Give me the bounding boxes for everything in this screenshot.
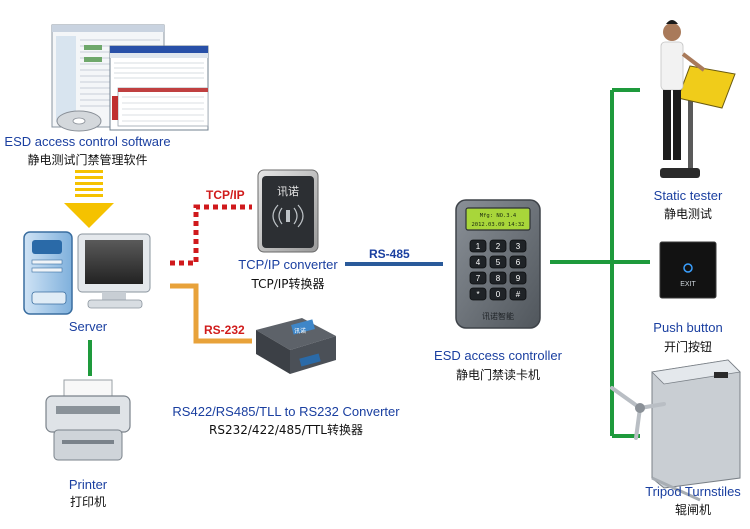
keypad-key-label: 1 — [476, 242, 481, 251]
keypad-key[interactable]: 8 — [489, 271, 507, 285]
rs232-link — [170, 283, 252, 344]
keypad-key-label: 6 — [516, 258, 521, 267]
keypad: 1 2 3 4 5 6 7 8 9 * 0 # — [469, 239, 527, 301]
rs485-link-label: RS-485 — [369, 247, 410, 261]
push-button-light-icon — [683, 263, 693, 273]
keypad-key-label: 8 — [496, 274, 501, 283]
keypad-key-label: 7 — [476, 274, 481, 283]
rs232-converter-device: 讯诺 — [256, 318, 336, 374]
rs232-link-label: RS-232 — [204, 323, 245, 337]
rs232-converter-label-cn: RS232/422/485/TTL转换器 — [209, 423, 363, 437]
server-label: Server — [68, 319, 108, 334]
wifi-wave-icon — [272, 204, 304, 228]
keypad-key-label: 0 — [496, 290, 501, 299]
tcpip-device-brand: 讯诺 — [277, 185, 299, 198]
push-button-label-cn: 开门按钮 — [663, 340, 712, 354]
push-button-device: EXIT — [659, 241, 717, 299]
keypad-key[interactable]: 5 — [489, 255, 507, 269]
keypad-key[interactable]: 2 — [489, 239, 507, 253]
keypad-key-label: 4 — [476, 258, 481, 267]
printer-label-cn: 打印机 — [69, 495, 106, 509]
tcpip-converter-label-cn: TCP/IP转换器 — [251, 277, 325, 291]
turnstile-device — [610, 359, 741, 502]
monitor-icon — [77, 233, 151, 309]
keypad-key[interactable]: 1 — [469, 239, 487, 253]
software-screenshot — [51, 24, 209, 131]
keypad-key[interactable]: 3 — [509, 239, 527, 253]
static-tester-label-en: Static tester — [653, 188, 723, 203]
turnstile-label-cn: 辊闸机 — [674, 503, 711, 517]
download-arrow-icon — [64, 170, 114, 228]
keypad-key-label: * — [476, 290, 479, 299]
keypad-key-label: 5 — [496, 258, 501, 267]
keypad-key-label: # — [516, 290, 521, 299]
green-connections — [88, 88, 650, 438]
keypad-key-label: 2 — [496, 242, 501, 251]
keypad-key-label: 9 — [516, 274, 521, 283]
keypad-key[interactable]: # — [509, 287, 527, 301]
tcpip-converter-label-en: TCP/IP converter — [238, 257, 338, 272]
printer-icon — [45, 379, 131, 461]
software-label-en: ESD access control software — [4, 134, 171, 149]
rs232-converter-label-en: RS422/RS485/TLL to RS232 Converter — [172, 404, 400, 419]
lcd-line-2: 2012.03.09 14:32 — [472, 222, 525, 228]
controller-label-cn: 静电门禁读卡机 — [455, 368, 540, 382]
tcpip-link — [170, 204, 252, 266]
keypad-key[interactable]: 7 — [469, 271, 487, 285]
keypad-key[interactable]: * — [469, 287, 487, 301]
rs232-device-brand: 讯诺 — [294, 327, 306, 335]
printer-label-en: Printer — [68, 477, 108, 492]
esd-controller-device: Mfg: NO.3.4 2012.03.09 14:32 1 2 3 4 5 6 7 8 9 * 0… — [455, 199, 541, 329]
keypad-key[interactable]: 0 — [489, 287, 507, 301]
keypad-key[interactable]: 6 — [509, 255, 527, 269]
controller-brand: 讯诺智能 — [482, 311, 514, 321]
keypad-key[interactable]: 9 — [509, 271, 527, 285]
server-tower-icon — [23, 231, 73, 315]
push-button-label: EXIT — [680, 281, 696, 288]
tcpip-link-label: TCP/IP — [206, 188, 245, 202]
keypad-key-label: 3 — [516, 242, 521, 251]
static-tester-label-cn: 静电测试 — [663, 207, 712, 221]
lcd-line-1: Mfg: NO.3.4 — [480, 213, 517, 219]
software-label-cn: 静电测试门禁管理软件 — [27, 153, 148, 167]
push-button-label-en: Push button — [653, 320, 723, 335]
cd-disc-icon — [56, 110, 102, 132]
keypad-key[interactable]: 4 — [469, 255, 487, 269]
turnstile-label-en: Tripod Turnstiles — [645, 484, 741, 499]
tcpip-converter-device: 讯诺 — [257, 169, 319, 253]
controller-label-en: ESD access controller — [434, 348, 562, 363]
static-tester-device — [660, 20, 736, 178]
